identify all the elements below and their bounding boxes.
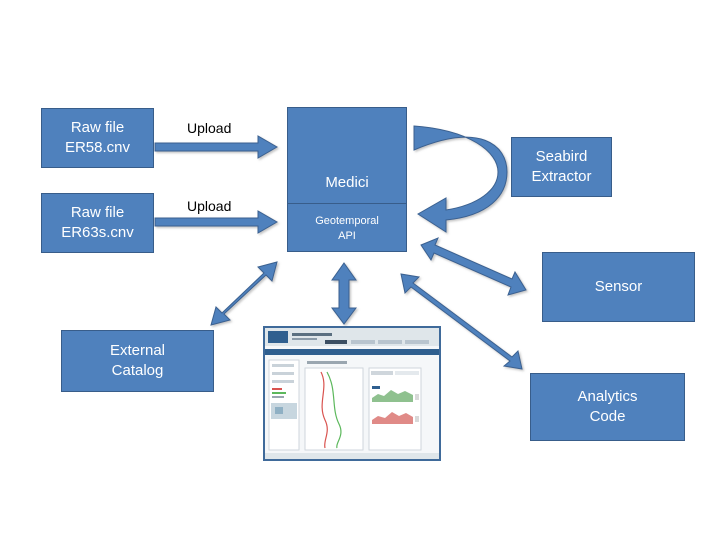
seabird-curved-arrow bbox=[413, 125, 508, 233]
upload-label-2: Upload bbox=[187, 198, 232, 214]
analytics-double-arrow bbox=[400, 273, 523, 370]
upload-arrow-2 bbox=[154, 210, 278, 234]
sensor-double-arrow bbox=[420, 237, 527, 296]
raw-file-2-line2: ER63s.cnv bbox=[61, 224, 134, 241]
analytics-code-node: Analytics Code bbox=[530, 373, 685, 441]
api-line1: Geotemporal bbox=[315, 215, 379, 227]
medici-screenshot-double-arrow bbox=[331, 262, 357, 325]
api-line2: API bbox=[338, 230, 356, 242]
sensor-node: Sensor bbox=[542, 252, 695, 322]
web-app-screenshot bbox=[263, 326, 441, 461]
raw-file-1-line1: Raw file bbox=[70, 119, 125, 136]
medici-title: Medici bbox=[325, 174, 369, 191]
raw-file-1-line2: ER58.cnv bbox=[64, 139, 131, 156]
seabird-line1: Seabird bbox=[535, 148, 588, 165]
raw-file-er58-node: Raw file ER58.cnv bbox=[41, 108, 154, 168]
upload-label-1: Upload bbox=[187, 120, 232, 136]
catalog-line1: External bbox=[109, 342, 166, 359]
seabird-line2: Extractor bbox=[531, 168, 592, 185]
medici-node: Medici Geotemporal API bbox=[287, 107, 407, 252]
upload-arrow-1 bbox=[154, 135, 278, 159]
geotemporal-api: Geotemporal API bbox=[288, 214, 406, 244]
raw-file-2-line1: Raw file bbox=[70, 204, 125, 221]
external-catalog-node: External Catalog bbox=[61, 330, 214, 392]
catalog-line2: Catalog bbox=[111, 362, 164, 379]
catalog-double-arrow bbox=[210, 261, 278, 326]
analytics-line1: Analytics bbox=[577, 388, 638, 405]
seabird-extractor-node: Seabird Extractor bbox=[511, 137, 612, 197]
medici-divider bbox=[288, 203, 406, 204]
web-app-screenshot-icon bbox=[265, 328, 439, 459]
analytics-line2: Code bbox=[589, 408, 626, 425]
raw-file-er63s-node: Raw file ER63s.cnv bbox=[41, 193, 154, 253]
sensor-label: Sensor bbox=[594, 278, 643, 295]
